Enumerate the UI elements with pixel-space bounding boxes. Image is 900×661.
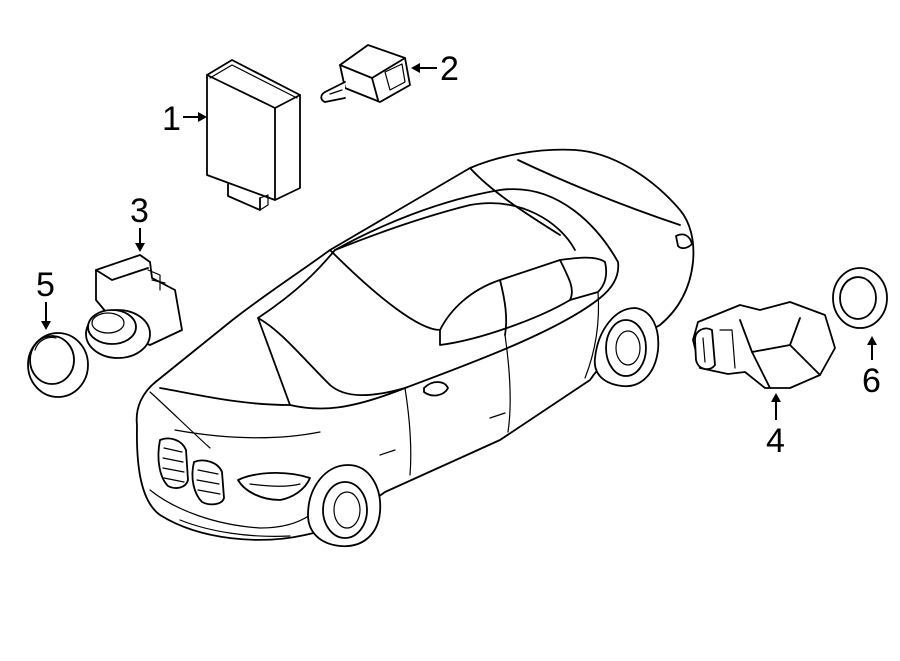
callout-label-1: 1 <box>162 100 181 138</box>
callout-2: 2 <box>411 50 459 88</box>
callout-6: 6 <box>862 336 881 400</box>
part-2-sensor <box>320 44 411 103</box>
callout-3: 3 <box>130 192 149 252</box>
callout-arrow-head-3 <box>135 243 145 252</box>
callout-label-4: 4 <box>766 422 785 460</box>
part-4-parking-sensor <box>692 301 836 389</box>
callout-label-2: 2 <box>440 50 459 88</box>
callout-arrow-head-5 <box>41 321 51 330</box>
callout-arrow-head-4 <box>771 393 781 402</box>
part-5-sensor-ring <box>27 332 89 398</box>
car-illustration <box>135 148 695 548</box>
callout-4: 4 <box>766 393 785 460</box>
part-1-control-module <box>206 59 301 211</box>
part-6-sensor-ring <box>832 267 888 329</box>
callout-label-5: 5 <box>36 266 55 304</box>
callout-arrow-head-2 <box>411 63 420 73</box>
callout-1: 1 <box>162 100 207 138</box>
callout-arrow-head-6 <box>867 336 877 345</box>
callout-5: 5 <box>36 266 55 330</box>
callout-label-6: 6 <box>862 362 881 400</box>
callout-label-3: 3 <box>130 192 149 230</box>
part-3-parking-sensor <box>85 254 183 359</box>
callout-arrow-head-1 <box>198 112 207 122</box>
